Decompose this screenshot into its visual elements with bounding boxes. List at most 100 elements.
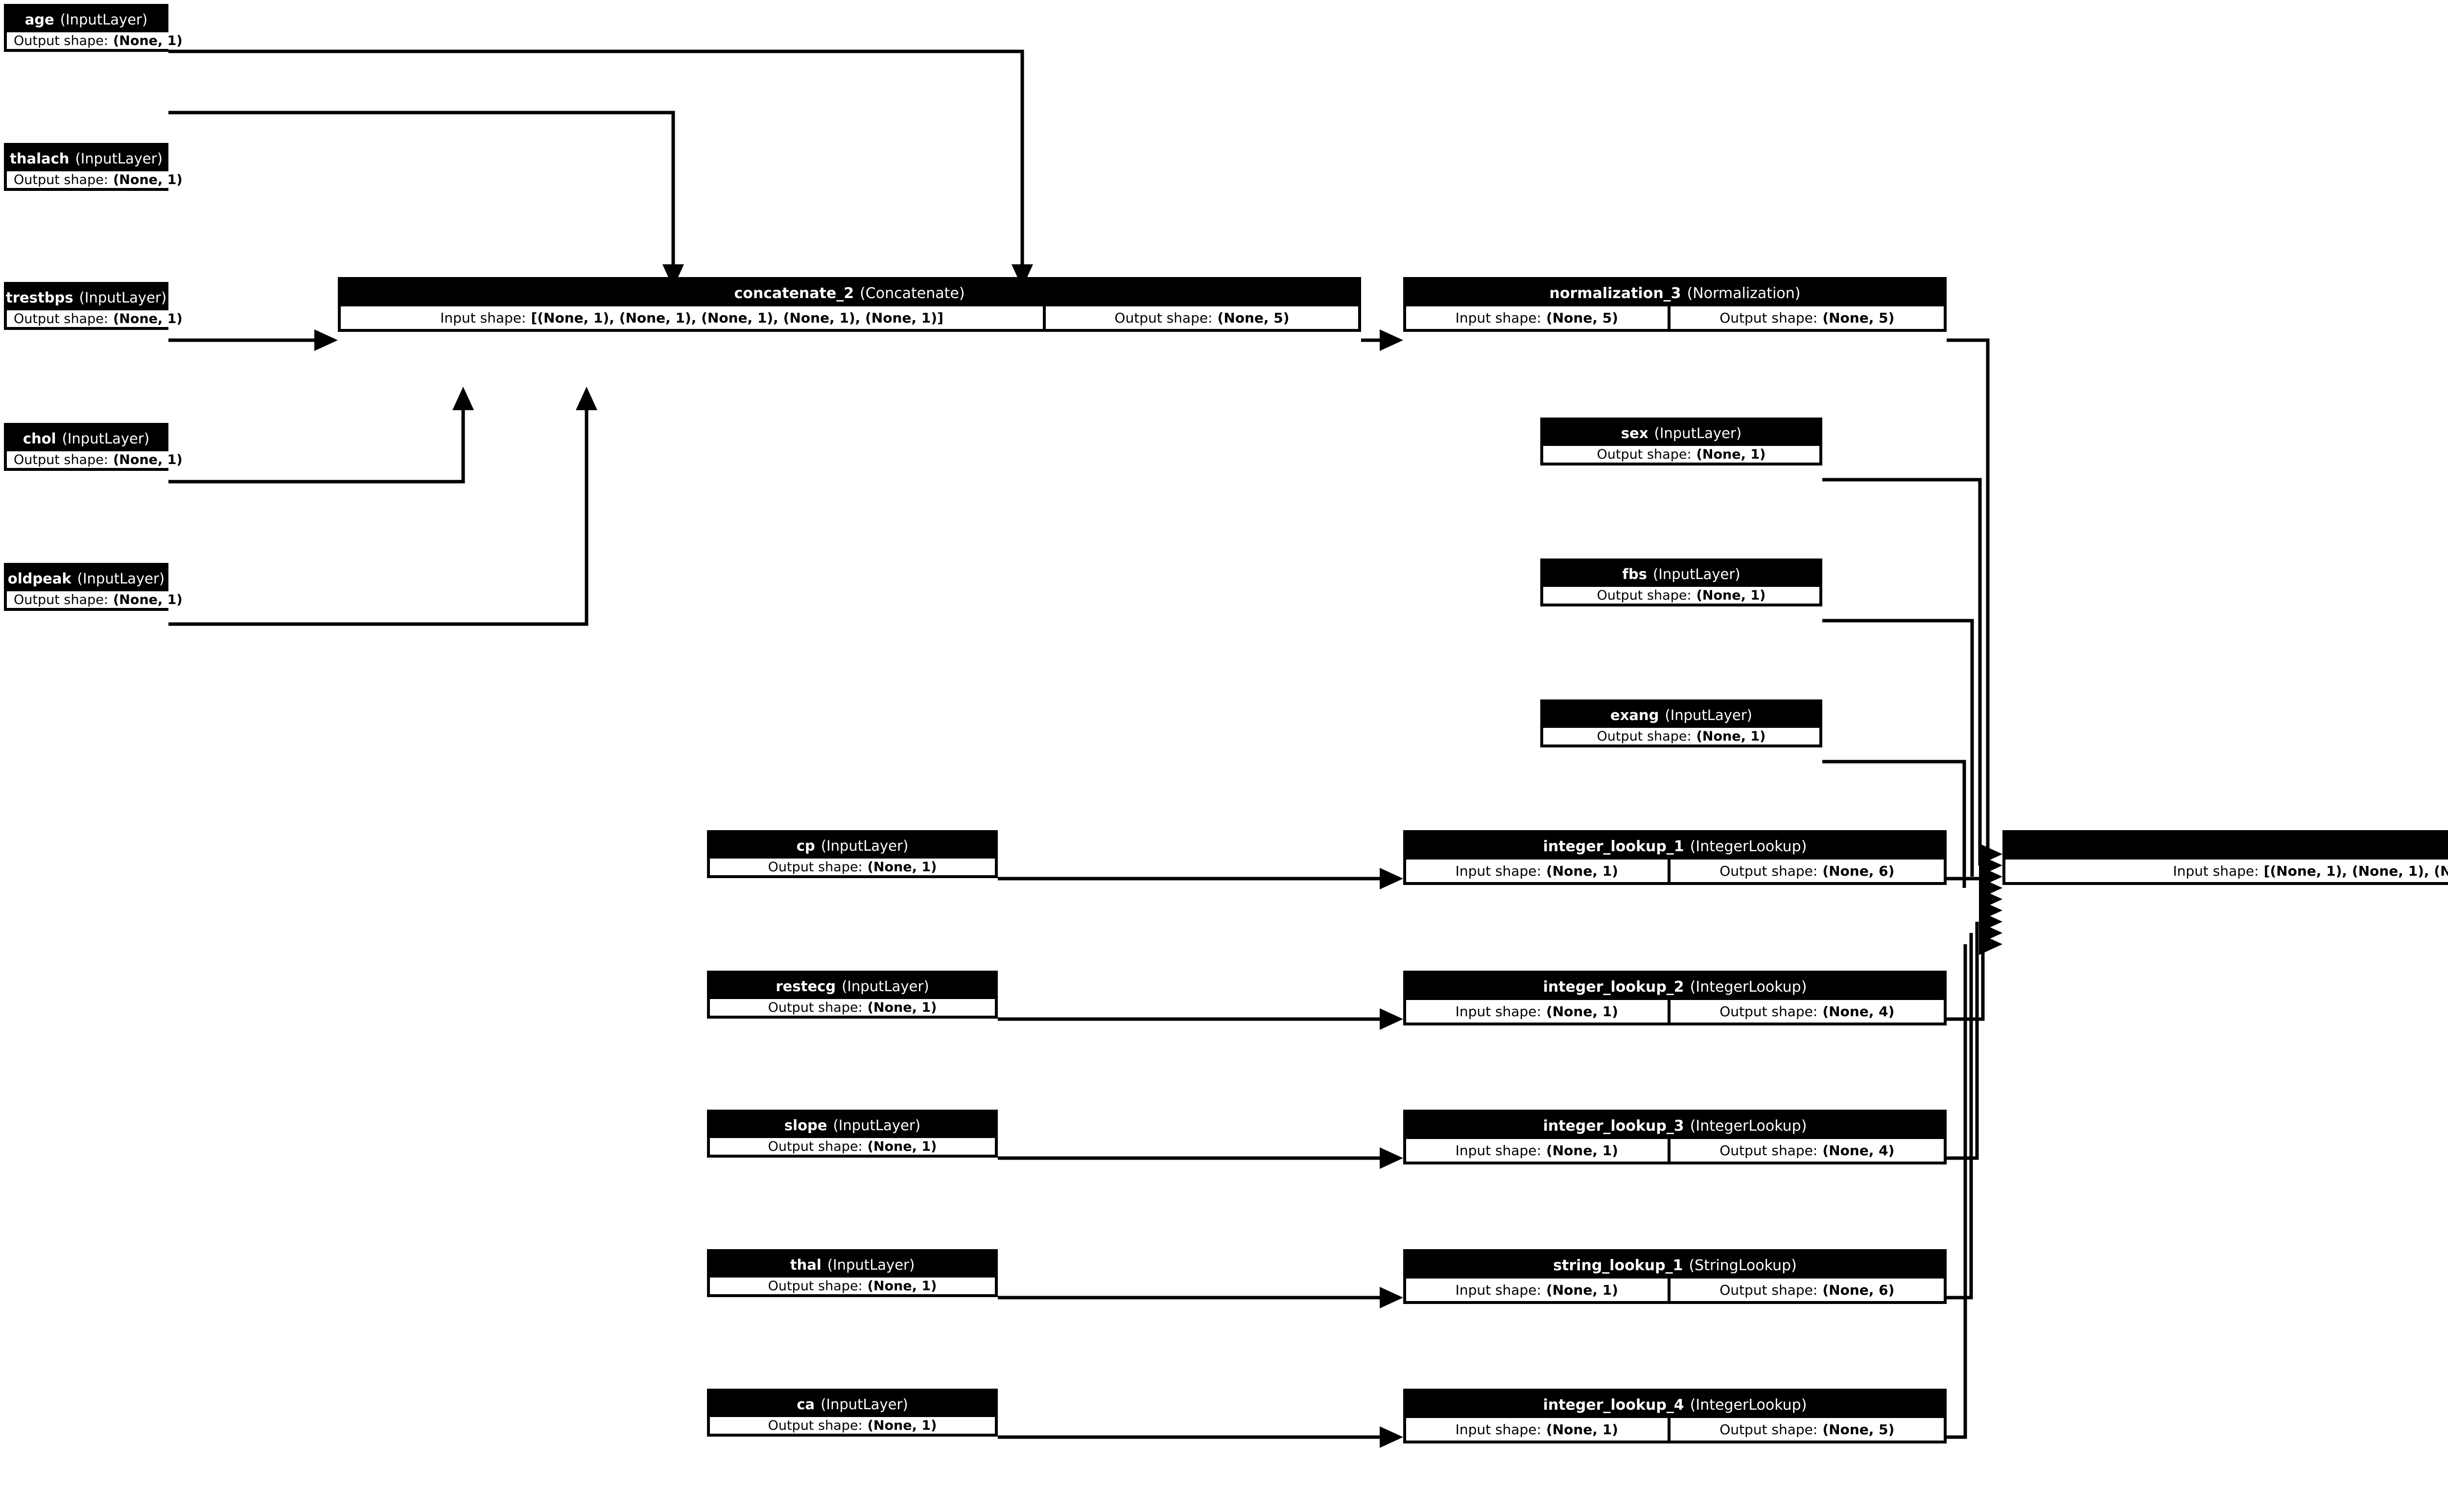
node-integer_lookup_3[interactable]: integer_lookup_3(IntegerLookup) Input sh… (1403, 1110, 1947, 1164)
node-thalach[interactable]: thalach(InputLayer) Output shape:(None, … (4, 143, 189, 191)
edge-integer_lookup_4-to-concatenate_3 (1947, 933, 2002, 1439)
node-thalach-body: Output shape:(None, 1) (7, 171, 189, 188)
node-ca-body: Output shape:(None, 1) (710, 1417, 995, 1434)
node-chol-output-cell: Output shape:(None, 1) (7, 451, 189, 468)
node-age[interactable]: age(InputLayer) Output shape:(None, 1) (4, 4, 189, 52)
edge-string_lookup_1-to-concatenate_3 (1947, 922, 2002, 1300)
node-string_lookup_1[interactable]: string_lookup_1(StringLookup) Input shap… (1403, 1249, 1947, 1304)
node-slope-header: slope(InputLayer) (710, 1113, 995, 1138)
node-ca-name: ca (797, 1396, 815, 1413)
node-cp-output-value: (None, 1) (867, 859, 937, 875)
node-slope-output-cell: Output shape:(None, 1) (710, 1138, 995, 1155)
node-exang-name: exang (1610, 707, 1659, 723)
node-integer_lookup_2-output-value: (None, 4) (1822, 1003, 1895, 1020)
node-trestbps-type: (InputLayer) (79, 289, 167, 306)
node-concatenate_3-body: Input shape:[(None, 1), (None, 1), (None… (2005, 860, 2448, 882)
output-shape-label: Output shape: (768, 1000, 863, 1015)
node-fbs-body: Output shape:(None, 1) (1543, 587, 1819, 604)
node-normalization_3-output-cell: Output shape:(None, 5) (1667, 306, 1944, 329)
output-shape-label: Output shape: (768, 1139, 863, 1154)
node-exang-type: (InputLayer) (1665, 707, 1752, 723)
edge-ca-to-integer_lookup_4 (998, 1426, 1403, 1448)
node-oldpeak-body: Output shape:(None, 1) (7, 591, 189, 608)
node-normalization_3-body: Input shape:(None, 5) Output shape:(None… (1406, 306, 1944, 329)
node-integer_lookup_3-type: (IntegerLookup) (1690, 1117, 1807, 1135)
node-concatenate_2-input-cell: Input shape:[(None, 1), (None, 1), (None… (341, 306, 1043, 329)
node-exang[interactable]: exang (InputLayer) Output shape:(None, 1) (1540, 699, 1822, 747)
node-oldpeak-name: oldpeak (7, 570, 71, 587)
input-shape-label: Input shape: (1455, 1142, 1541, 1159)
node-thalach-header: thalach(InputLayer) (7, 146, 165, 171)
output-shape-label: Output shape: (14, 311, 108, 326)
node-integer_lookup_1-name: integer_lookup_1 (1543, 837, 1684, 855)
node-age-output-cell: Output shape:(None, 1) (7, 32, 189, 49)
node-chol-type: (InputLayer) (62, 430, 150, 447)
node-sex-output-value: (None, 1) (1696, 446, 1766, 462)
node-concatenate_2-header: concatenate_2(Concatenate) (341, 280, 1358, 306)
node-age-header: age(InputLayer) (7, 7, 165, 32)
node-trestbps-name: trestbps (5, 289, 73, 306)
node-thal-header: thal(InputLayer) (710, 1252, 995, 1278)
edge-thalach-to-concatenate_2 (168, 111, 684, 288)
node-integer_lookup_1-body: Input shape:(None, 1) Output shape:(None… (1406, 860, 1944, 882)
node-oldpeak-output-cell: Output shape:(None, 1) (7, 591, 189, 608)
node-cp[interactable]: cp (InputLayer) Output shape:(None, 1) (707, 830, 998, 878)
node-trestbps-body: Output shape:(None, 1) (7, 310, 189, 327)
node-integer_lookup_1-input-value: (None, 1) (1546, 862, 1618, 879)
node-normalization_3-type: (Normalization) (1687, 284, 1801, 302)
node-integer_lookup_3-body: Input shape:(None, 1) Output shape:(None… (1406, 1139, 1944, 1162)
node-trestbps-output-cell: Output shape:(None, 1) (7, 310, 189, 327)
node-integer_lookup_4-input-value: (None, 1) (1546, 1421, 1618, 1438)
node-age-body: Output shape:(None, 1) (7, 32, 189, 49)
node-cp-name: cp (796, 837, 815, 854)
node-trestbps[interactable]: trestbps (InputLayer) Output shape:(None,… (4, 282, 189, 330)
node-exang-body: Output shape:(None, 1) (1543, 728, 1819, 744)
node-thal-type: (InputLayer) (827, 1256, 915, 1273)
node-integer_lookup_4[interactable]: integer_lookup_4(IntegerLookup) Input sh… (1403, 1389, 1947, 1443)
node-cp-type: (InputLayer) (821, 837, 909, 854)
node-restecg-name: restecg (776, 978, 836, 995)
node-integer_lookup_1-output-value: (None, 6) (1822, 862, 1895, 879)
output-shape-label: Output shape: (1114, 309, 1213, 326)
node-ca[interactable]: ca(InputLayer) Output shape:(None, 1) (707, 1389, 998, 1437)
node-concatenate_2[interactable]: concatenate_2(Concatenate) Input shape:[… (338, 277, 1361, 332)
node-sex-type: (InputLayer) (1654, 425, 1742, 442)
node-restecg-output-cell: Output shape:(None, 1) (710, 999, 995, 1016)
output-shape-label: Output shape: (14, 172, 108, 187)
node-concatenate_3[interactable]: concatenate_3(Concatenate) Input shape:[… (2002, 830, 2448, 885)
output-shape-label: Output shape: (1719, 1142, 1818, 1159)
node-string_lookup_1-input-cell: Input shape:(None, 1) (1406, 1279, 1668, 1301)
node-normalization_3[interactable]: normalization_3(Normalization) Input sha… (1403, 277, 1947, 332)
node-sex[interactable]: sex (InputLayer) Output shape:(None, 1) (1540, 418, 1822, 465)
node-chol[interactable]: chol(InputLayer) Output shape:(None, 1) (4, 423, 189, 471)
node-sex-body: Output shape:(None, 1) (1543, 446, 1819, 463)
output-shape-label: Output shape: (768, 859, 863, 875)
node-ca-output-value: (None, 1) (867, 1418, 937, 1433)
node-oldpeak[interactable]: oldpeak(InputLayer) Output shape:(None, … (4, 563, 189, 611)
node-concatenate_2-type: (Concatenate) (860, 284, 965, 302)
node-concatenate_2-body: Input shape:[(None, 1), (None, 1), (None… (341, 306, 1358, 329)
node-integer_lookup_4-type: (IntegerLookup) (1690, 1396, 1807, 1414)
node-thal[interactable]: thal(InputLayer) Output shape:(None, 1) (707, 1249, 998, 1297)
node-fbs[interactable]: fbs(InputLayer) Output shape:(None, 1) (1540, 558, 1822, 606)
node-exang-output-value: (None, 1) (1696, 728, 1766, 744)
node-integer_lookup_1-output-cell: Output shape:(None, 6) (1667, 860, 1944, 882)
node-concatenate_3-input-cell: Input shape:[(None, 1), (None, 1), (None… (2005, 860, 2448, 882)
node-thal-output-value: (None, 1) (867, 1278, 937, 1294)
node-integer_lookup_1[interactable]: integer_lookup_1(IntegerLookup) Input sh… (1403, 830, 1947, 885)
node-thal-body: Output shape:(None, 1) (710, 1278, 995, 1294)
node-chol-output-value: (None, 1) (113, 452, 183, 467)
node-integer_lookup_2[interactable]: integer_lookup_2(IntegerLookup) Input sh… (1403, 971, 1947, 1025)
node-concatenate_2-input-value: [(None, 1), (None, 1), (None, 1), (None,… (531, 309, 943, 326)
node-slope-body: Output shape:(None, 1) (710, 1138, 995, 1155)
node-thalach-type: (InputLayer) (75, 150, 163, 167)
node-string_lookup_1-output-cell: Output shape:(None, 6) (1667, 1279, 1944, 1301)
edge-cp-to-integer_lookup_1 (998, 868, 1403, 889)
node-integer_lookup_2-body: Input shape:(None, 1) Output shape:(None… (1406, 1000, 1944, 1023)
node-oldpeak-output-value: (None, 1) (113, 592, 183, 607)
node-slope[interactable]: slope(InputLayer) Output shape:(None, 1) (707, 1110, 998, 1158)
node-restecg[interactable]: restecg(InputLayer) Output shape:(None, … (707, 971, 998, 1019)
node-sex-name: sex (1621, 425, 1648, 442)
input-shape-label: Input shape: (1455, 1281, 1541, 1298)
